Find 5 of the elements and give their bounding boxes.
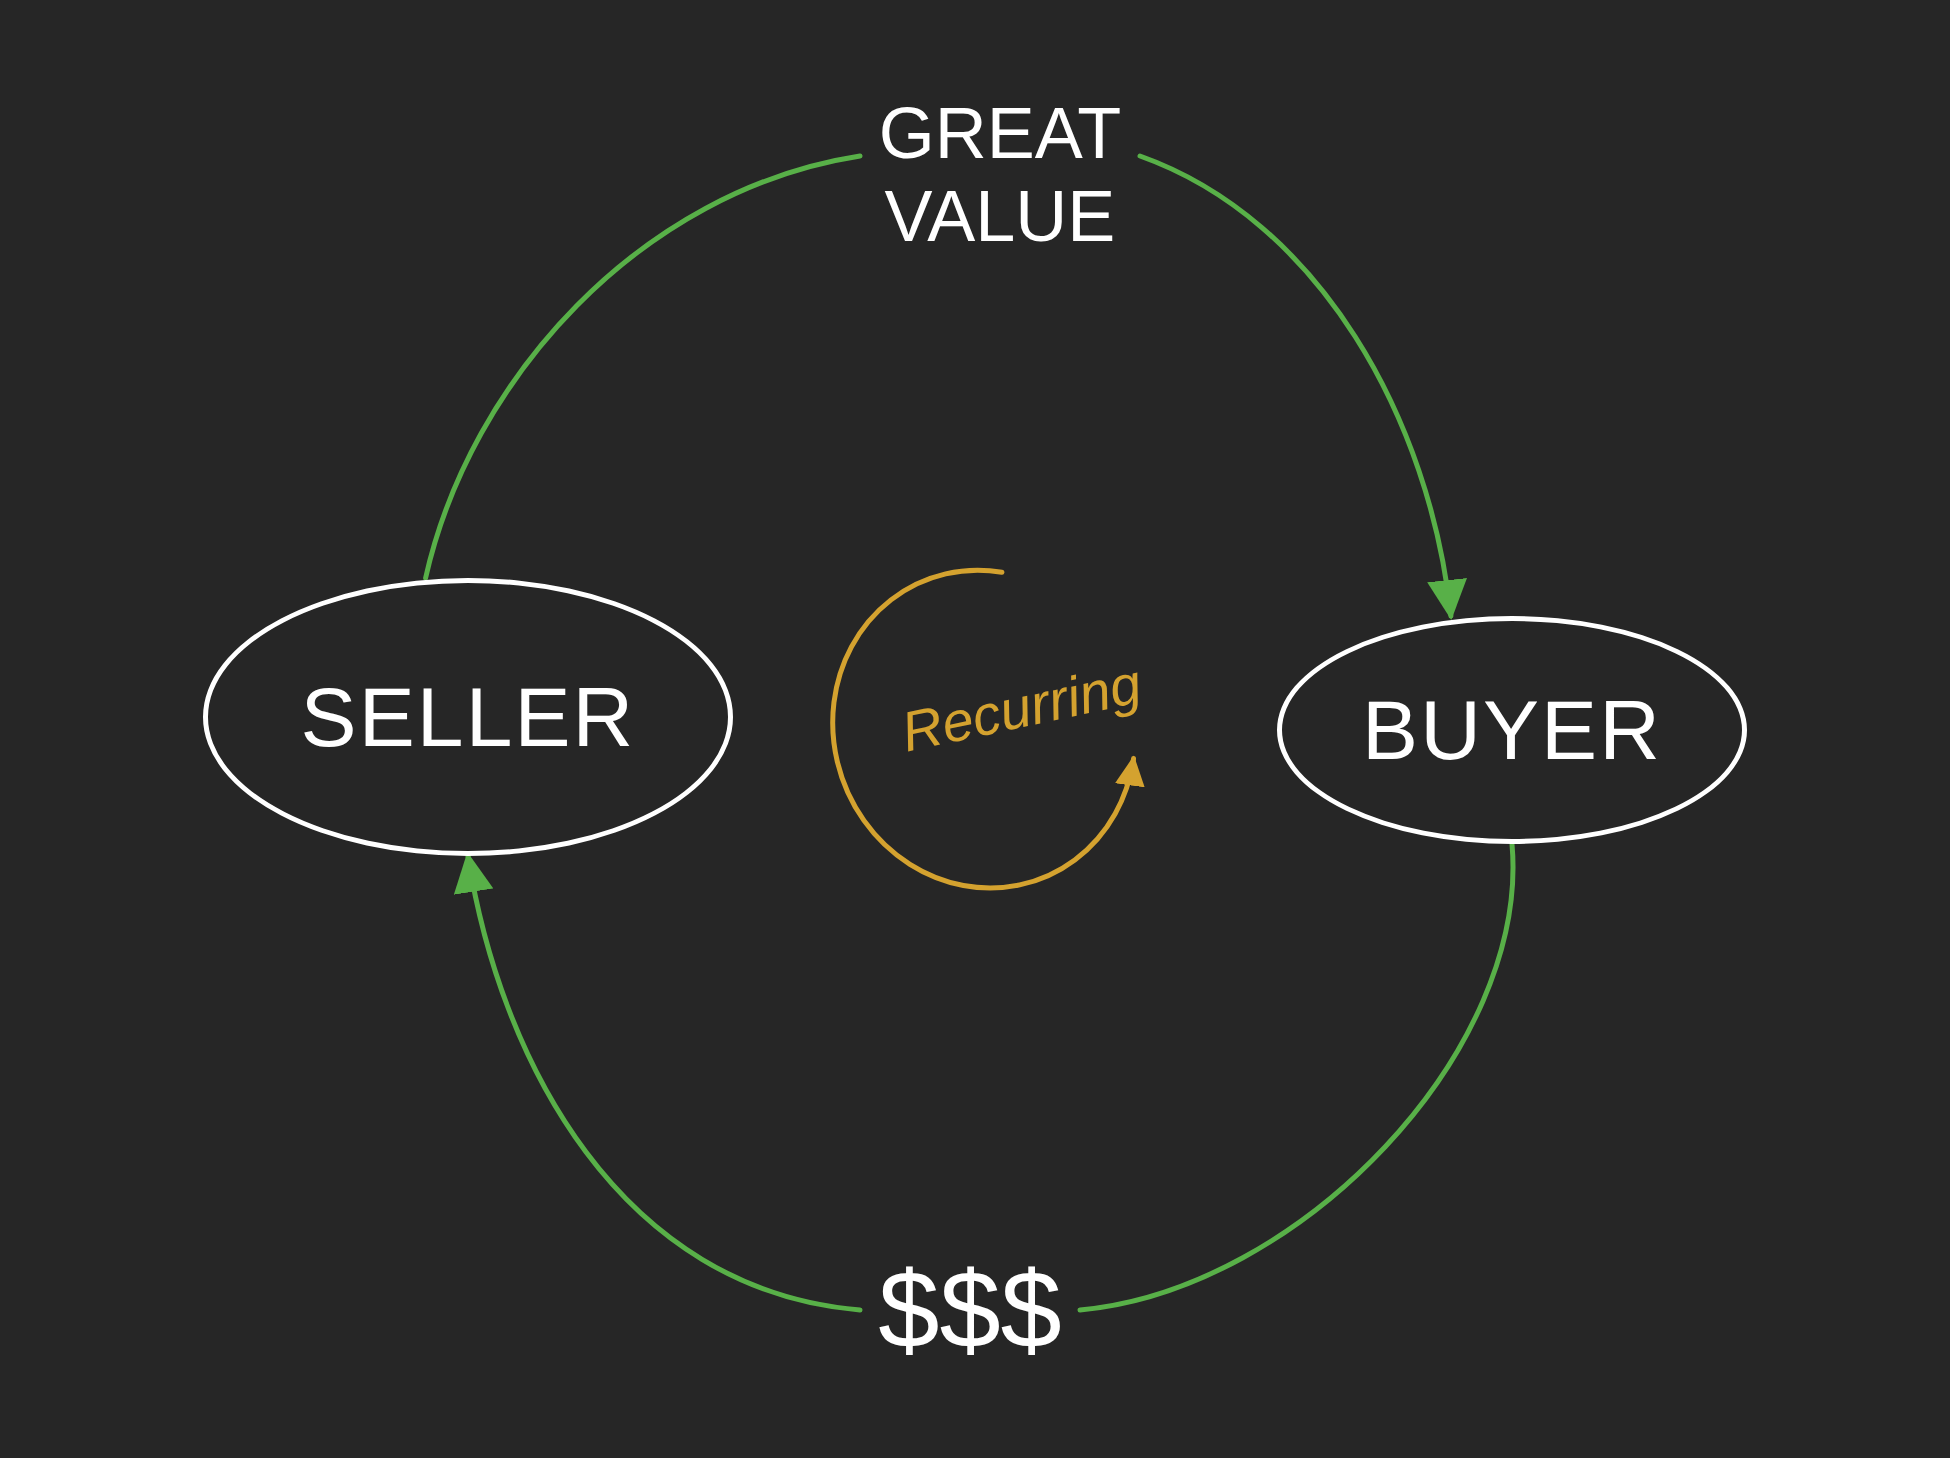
node-label: SELLER bbox=[300, 675, 636, 759]
node-label: $$$ bbox=[860, 1250, 1080, 1370]
node-label: GREAT VALUE bbox=[860, 80, 1140, 270]
node-label: BUYER bbox=[1362, 688, 1662, 772]
center-label: Recurring bbox=[896, 655, 1146, 761]
